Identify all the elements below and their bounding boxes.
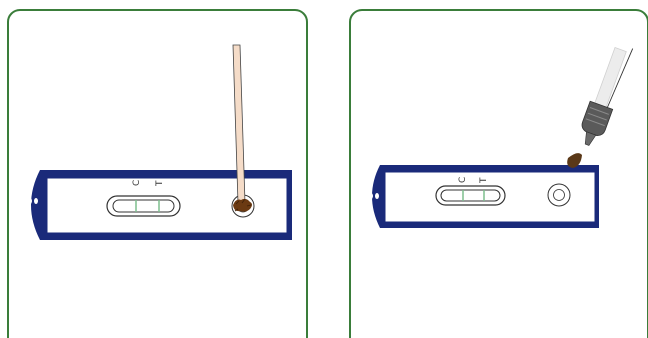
sample-well-inner: [554, 190, 565, 201]
result-window-inner: [113, 200, 174, 212]
test-cassette: C T: [369, 165, 599, 228]
control-label: C: [132, 180, 142, 186]
grip-dot: [375, 193, 379, 199]
panel-step-1: C T: [0, 0, 320, 338]
grip-dot: [34, 198, 38, 204]
control-label: C: [458, 177, 468, 183]
test-cassette: C T: [28, 170, 292, 240]
panel-step-2: C T: [340, 0, 648, 338]
result-window-inner: [441, 190, 500, 201]
grip-dot: [369, 193, 373, 199]
test-label: T: [155, 180, 165, 187]
grip-dot: [28, 198, 32, 204]
test-label: T: [479, 177, 489, 184]
